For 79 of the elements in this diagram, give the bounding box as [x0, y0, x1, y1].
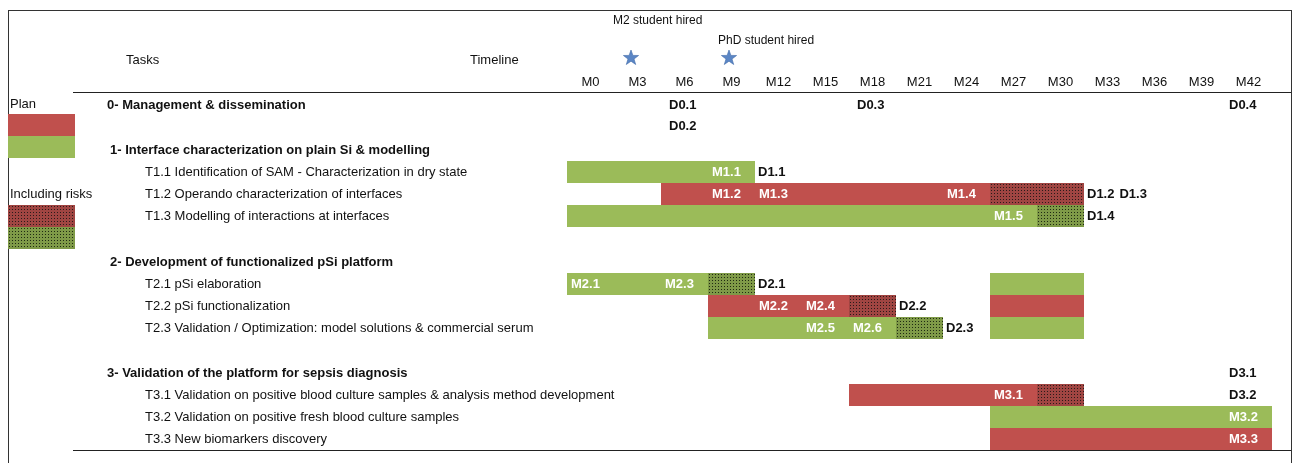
deliverable-label: D0.3: [857, 97, 885, 113]
task-label: T1.2 Operando characterization of interfaces: [145, 186, 403, 202]
month-label: M6: [675, 74, 694, 90]
milestone-label: M2.3: [665, 276, 694, 292]
month-label: M24: [953, 74, 980, 90]
deliverable-label: D0.2: [669, 118, 697, 134]
month-label: M3: [628, 74, 647, 90]
task-bar: [567, 205, 1037, 227]
milestone-label: M1.4: [947, 186, 976, 202]
task-bar: [990, 273, 1084, 295]
task-bar: [661, 183, 990, 205]
month-label: M9: [722, 74, 741, 90]
task-label: T1.3 Modelling of interactions at interfaces: [145, 208, 390, 224]
task-bar: [849, 384, 1037, 406]
task-bar: [567, 273, 708, 295]
section-heading: 1- Interface characterization on plain Si & modelling: [110, 142, 430, 158]
month-label: M30: [1047, 74, 1074, 90]
event-note: PhD student hired: [718, 32, 815, 48]
month-label: M21: [906, 74, 933, 90]
month-label: M12: [765, 74, 792, 90]
deliverable-label: D0.4: [1229, 97, 1257, 113]
task-bar: [567, 161, 755, 183]
risk-bar: [1037, 205, 1084, 227]
milestone-label: M3.3: [1229, 431, 1258, 447]
milestone-label: M2.6: [853, 320, 882, 336]
milestone-label: M2.1: [571, 276, 600, 292]
task-bar: [990, 295, 1084, 317]
month-label: M0: [581, 74, 600, 90]
section-heading: 3- Validation of the platform for sepsis diagnosis: [107, 365, 408, 381]
task-bar: [990, 428, 1272, 450]
task-label: T3.1 Validation on positive blood culture samples & analysis method development: [145, 387, 615, 403]
section-heading: 2- Development of functionalized pSi platform: [110, 254, 394, 270]
milestone-label: M1.5: [994, 208, 1023, 224]
deliverable-label: D2.3: [946, 320, 974, 336]
event-note: M2 student hired: [613, 12, 703, 28]
milestone-label: M3.1: [994, 387, 1023, 403]
deliverable-label: D2.2: [899, 298, 927, 314]
deliverable-label: D0.1: [669, 97, 697, 113]
risk-bar: [896, 317, 943, 339]
legend-label: Including risks: [10, 186, 93, 202]
task-bar: [990, 406, 1272, 428]
milestone-label: M1.1: [712, 164, 741, 180]
risk-bar: [708, 273, 755, 295]
column-header: Timeline: [470, 52, 519, 68]
milestone-label: M3.2: [1229, 409, 1258, 425]
task-label: T1.1 Identification of SAM - Characterization in dry state: [145, 164, 468, 180]
risk-bar: [990, 183, 1084, 205]
milestone-label: M2.2: [759, 298, 788, 314]
month-label: M33: [1094, 74, 1121, 90]
task-bar: [708, 317, 896, 339]
month-label: M39: [1188, 74, 1215, 90]
milestone-label: M1.2: [712, 186, 741, 202]
month-label: M15: [812, 74, 839, 90]
month-label: M27: [1000, 74, 1027, 90]
risk-bar: [1037, 384, 1084, 406]
deliverable-label: D2.1: [758, 276, 786, 292]
task-label: T3.3 New biomarkers discovery: [145, 431, 328, 447]
deliverable-label: D1.1: [758, 164, 786, 180]
deliverable-label: D1.4: [1087, 208, 1115, 224]
risk-bar: [849, 295, 896, 317]
task-label: T2.1 pSi elaboration: [145, 276, 262, 292]
task-bar: [708, 295, 849, 317]
deliverable-label: D3.1: [1229, 365, 1257, 381]
task-label: T2.3 Validation / Optimization: model solutions & commercial serum: [145, 320, 534, 336]
milestone-label: M2.4: [806, 298, 835, 314]
section-heading: 0- Management & dissemination: [107, 97, 306, 113]
month-label: M18: [859, 74, 886, 90]
month-label: M42: [1235, 74, 1262, 90]
task-bar: [990, 317, 1084, 339]
deliverable-label: D1.2: [1087, 186, 1115, 202]
deliverable-label: D3.2: [1229, 387, 1257, 403]
task-label: T2.2 pSi functionalization: [145, 298, 291, 314]
column-header: Tasks: [126, 52, 160, 68]
task-label: T3.2 Validation on positive fresh blood culture samples: [145, 409, 460, 425]
deliverable-label: D1.3: [1119, 186, 1147, 202]
legend-label: Plan: [10, 96, 37, 112]
milestone-label: M2.5: [806, 320, 835, 336]
month-label: M36: [1141, 74, 1168, 90]
milestone-label: M1.3: [759, 186, 788, 202]
